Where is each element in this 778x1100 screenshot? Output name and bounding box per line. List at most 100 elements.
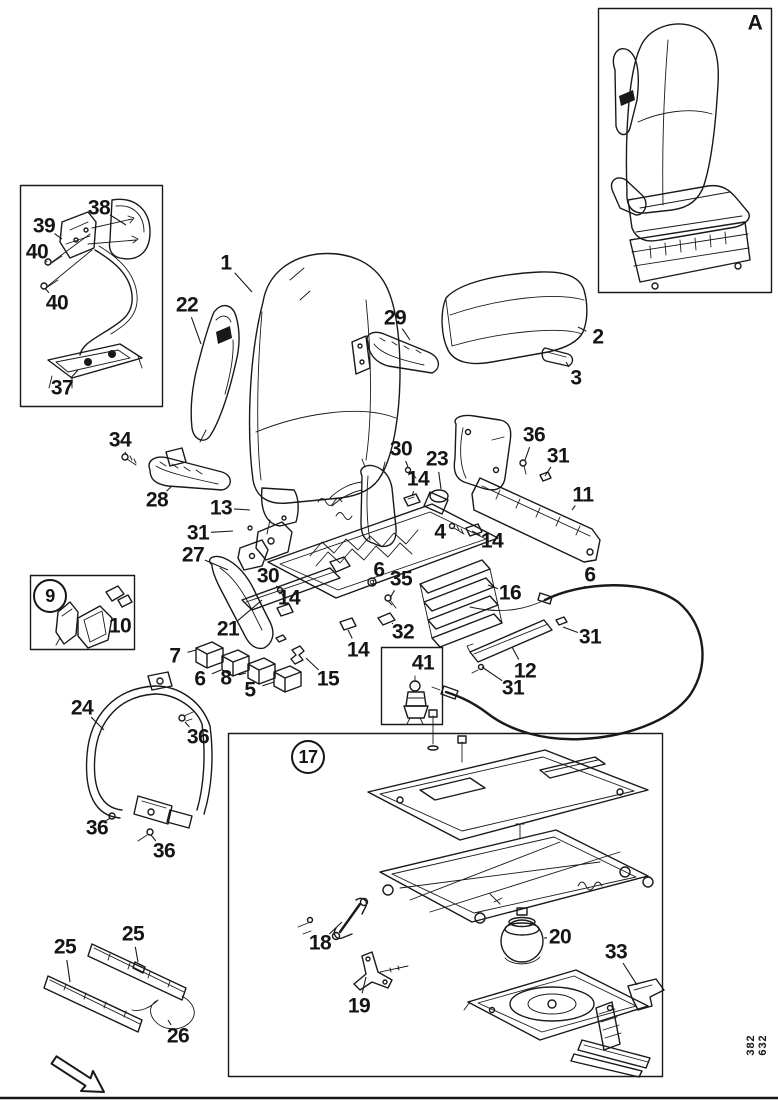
- part-number-callout: 14: [406, 467, 430, 491]
- part-number-callout: 36: [522, 423, 546, 447]
- seat-rails-sketch: [43, 943, 187, 1033]
- headrest-parts-sketch: [40, 198, 151, 389]
- leader-line: [70, 369, 79, 379]
- part-number-callout: 21: [216, 617, 240, 641]
- part-number-callout: 35: [389, 567, 413, 591]
- part-number-callout: 25: [53, 935, 77, 959]
- part-number-callout: 8: [220, 666, 232, 690]
- inset-box-air-valve: [380, 646, 444, 726]
- leader-line: [134, 946, 139, 963]
- part-number-callout: 6: [584, 563, 596, 587]
- side-trim-right-sketch: [471, 459, 601, 563]
- part-number-callout: 14: [277, 586, 301, 610]
- side-bolster-sketch: [190, 305, 240, 443]
- part-number-callout: 40: [45, 291, 69, 315]
- leader-line: [187, 649, 197, 653]
- spacer-blocks-sketch: [195, 634, 305, 693]
- leader-line: [391, 622, 394, 625]
- part-number-callout: 33: [604, 940, 628, 964]
- part-number-callout: 40: [25, 240, 49, 264]
- part-number-callout: 31: [186, 521, 210, 545]
- part-number-callout: 19: [347, 994, 371, 1018]
- armrest-right-sketch: [351, 331, 439, 375]
- leader-line: [275, 585, 280, 590]
- part-number-callout: 30: [389, 437, 413, 461]
- leader-line: [238, 672, 247, 676]
- part-number-callout: 1: [220, 251, 232, 275]
- leader-line: [45, 260, 48, 263]
- air-valve-sketch: [403, 675, 429, 725]
- leader-line: [329, 921, 343, 935]
- part-number-callout: 18: [308, 931, 332, 955]
- part-number-callout: 2: [592, 325, 604, 349]
- side-trim-left-sketch: [208, 555, 274, 650]
- leader-line: [571, 505, 576, 511]
- control-cable-sketch: [431, 584, 704, 741]
- part-number-callout: 36: [152, 839, 176, 863]
- part-number-callout: 37: [50, 376, 74, 400]
- seat-cushion-sketch: [441, 271, 588, 365]
- part-number-callout: 15: [316, 667, 340, 691]
- part-number-callout: 11: [572, 483, 594, 507]
- leader-line: [544, 466, 552, 477]
- leader-line: [66, 959, 71, 983]
- part-number-callout: 10: [108, 614, 132, 638]
- leader-line: [90, 716, 105, 731]
- part-number-callout: 22: [175, 293, 199, 317]
- part-number-callout: 4: [434, 520, 446, 544]
- leader-line: [234, 272, 253, 293]
- part-number-callout: 34: [108, 428, 132, 452]
- part-number-callout: 29: [383, 306, 407, 330]
- seat-belt-sketch: [85, 671, 213, 842]
- leader-line: [361, 976, 367, 994]
- drawing-number-watermark: 382 632: [745, 1034, 769, 1056]
- circled-part-number: 17: [291, 740, 325, 774]
- leader-line: [565, 361, 570, 368]
- assembled-seat-sketch: [610, 23, 751, 290]
- part-number-callout: 38: [87, 196, 111, 220]
- leader-line: [190, 317, 202, 345]
- suspension-assembly-sketch: [297, 709, 665, 1078]
- part-number-callout: 39: [32, 214, 56, 238]
- leader-line: [389, 590, 395, 599]
- part-number-callout: 31: [578, 625, 602, 649]
- circled-part-number: 9: [33, 579, 67, 613]
- part-number-callout: 32: [391, 620, 415, 644]
- leader-line: [438, 471, 442, 490]
- part-number-callout: 20: [548, 925, 572, 949]
- leader-line: [401, 328, 411, 341]
- leader-line: [166, 485, 173, 492]
- leader-line: [210, 530, 234, 533]
- leader-line: [372, 579, 375, 582]
- part-number-callout: 6: [194, 667, 206, 691]
- leader-line: [44, 287, 50, 294]
- part-number-callout: 36: [186, 725, 210, 749]
- leader-line: [184, 721, 190, 728]
- backrest-cushion-sketch: [248, 252, 401, 535]
- trim-strip-sketch: [466, 616, 568, 674]
- part-number-callout: 26: [166, 1024, 190, 1048]
- part-number-callout: 12: [513, 659, 537, 683]
- leader-line: [150, 834, 157, 842]
- part-number-callout: 23: [425, 447, 449, 471]
- leader-line: [124, 451, 127, 455]
- part-number-callout: 3: [570, 366, 582, 390]
- leader-line: [54, 233, 63, 240]
- leader-line: [562, 626, 578, 634]
- part-number-callout: 25: [121, 922, 145, 946]
- forward-direction-arrow: [50, 1055, 105, 1093]
- leader-line: [471, 530, 481, 536]
- inset-box-suspension-detail: [227, 732, 664, 1078]
- part-number-callout: 31: [501, 676, 525, 700]
- part-number-callout: 41: [411, 651, 435, 675]
- part-number-callout: 16: [498, 581, 522, 605]
- part-number-callout: 28: [145, 488, 169, 512]
- leader-line: [211, 669, 222, 675]
- part-number-callout: 36: [85, 816, 109, 840]
- leader-line: [109, 214, 127, 226]
- leader-line: [411, 491, 415, 497]
- part-number-callout: 5: [244, 678, 256, 702]
